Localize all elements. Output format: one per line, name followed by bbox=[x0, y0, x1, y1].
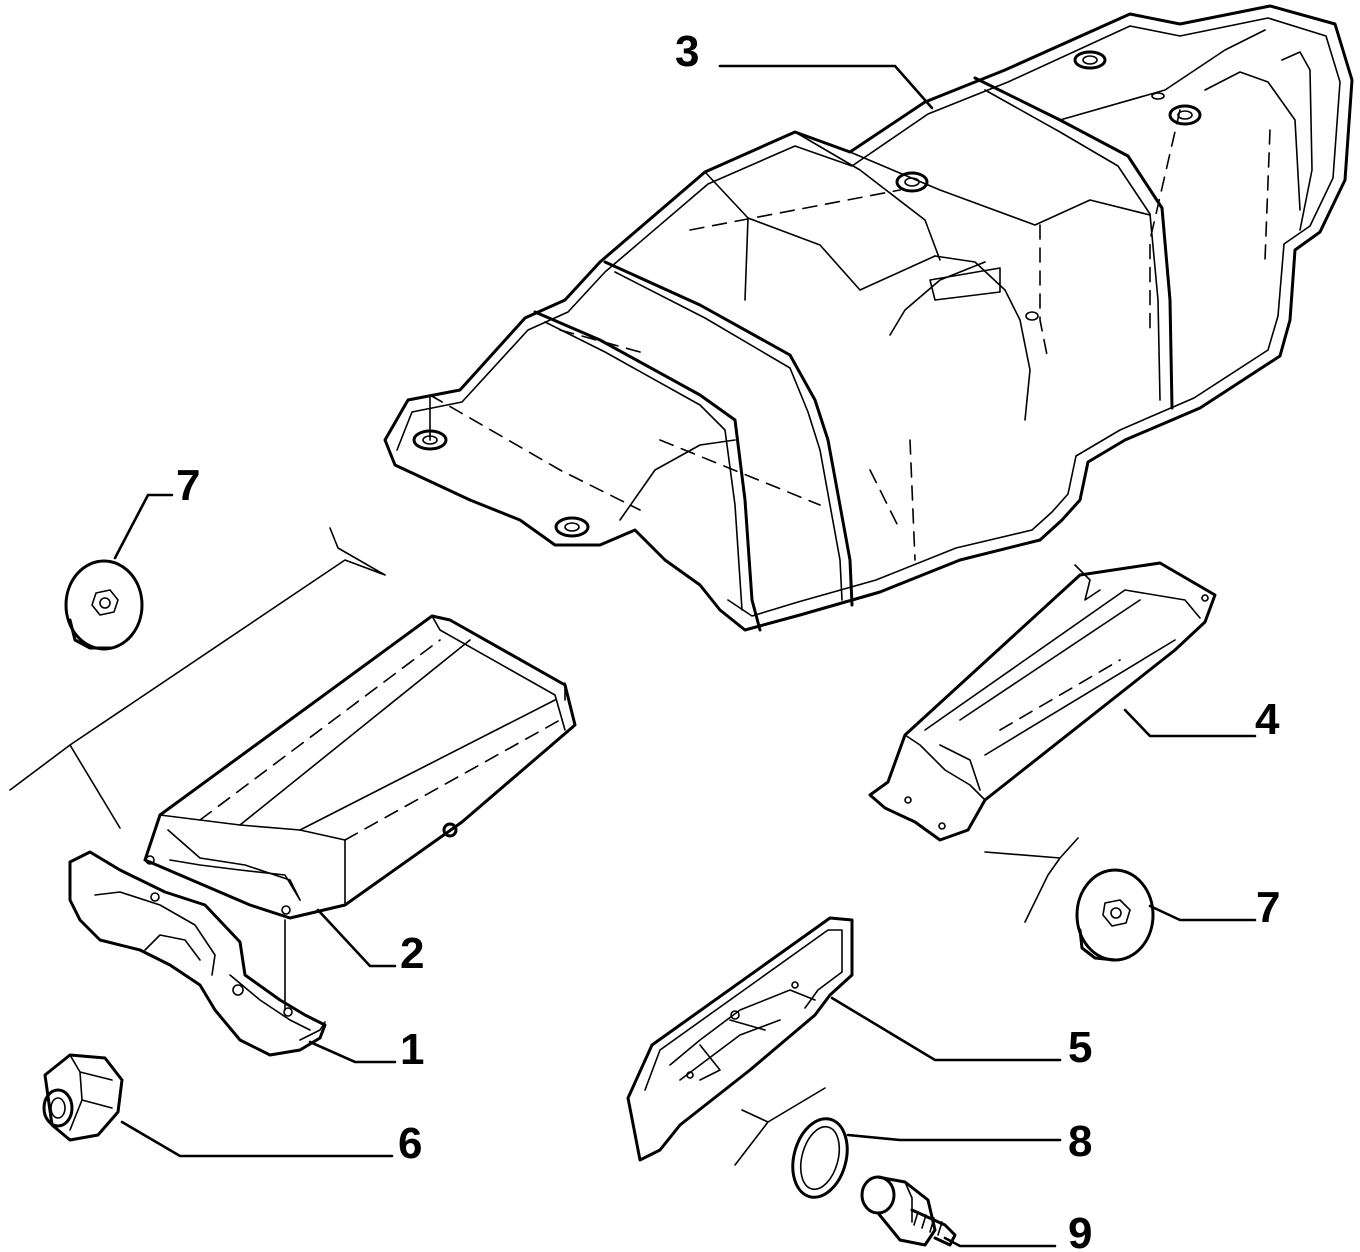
callout-7-upper: 7 bbox=[176, 461, 200, 510]
leader-lines bbox=[113, 64, 1257, 1248]
callout-3: 3 bbox=[675, 27, 699, 76]
part-7-washer-nut-upper bbox=[64, 559, 144, 651]
callout-6: 6 bbox=[398, 1119, 422, 1168]
callout-8: 8 bbox=[1068, 1117, 1092, 1166]
callout-4: 4 bbox=[1255, 695, 1280, 744]
part-9-plug-bolt bbox=[860, 1175, 957, 1247]
callout-1: 1 bbox=[400, 1025, 424, 1074]
part-8-seal-ring bbox=[791, 1117, 849, 1199]
part-1-bracket bbox=[68, 850, 327, 1057]
part-4-heat-shield bbox=[868, 561, 1217, 842]
part-5-plate bbox=[626, 916, 854, 1162]
part-5-reference-lines bbox=[734, 1087, 826, 1166]
part-2-reference-lines bbox=[9, 527, 386, 829]
part-3-heat-shield bbox=[383, 4, 1354, 632]
part-7-washer-nut-lower bbox=[1075, 868, 1155, 962]
callout-5: 5 bbox=[1068, 1023, 1092, 1072]
callout-7-lower: 7 bbox=[1256, 883, 1280, 932]
callout-2: 2 bbox=[400, 929, 424, 978]
part-6-flange-nut bbox=[42, 1053, 124, 1142]
part-2-heat-shield bbox=[143, 614, 577, 920]
callout-9: 9 bbox=[1068, 1209, 1092, 1252]
part-4-reference-lines bbox=[984, 837, 1079, 923]
